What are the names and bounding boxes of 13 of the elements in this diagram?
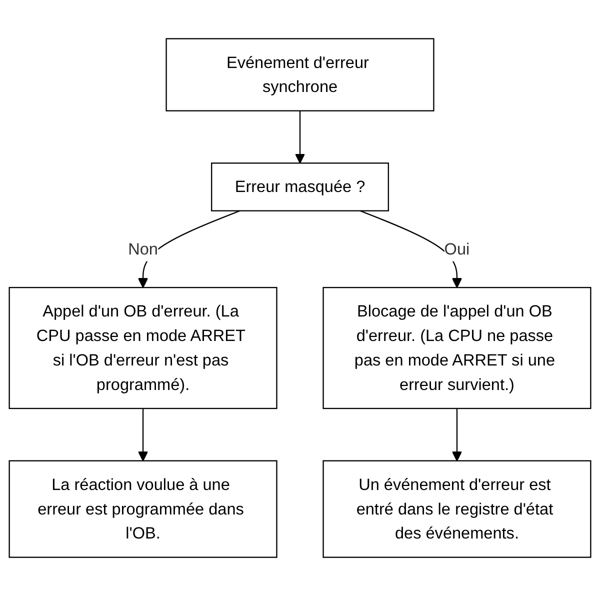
- arrow: [138, 210, 240, 288]
- edge-label: Non: [128, 239, 158, 258]
- node-box: Appel d'un OB d'erreur. (La CPU passe en mode ARRET si l'OB d'erreur n'est pas programmé).: [8, 286, 278, 410]
- arrow: [138, 408, 148, 462]
- node-box: Un événement d'erreur est entré dans le registre d'état des événements.: [322, 460, 592, 558]
- arrow: [360, 210, 462, 288]
- arrow: [452, 408, 462, 462]
- arrow: [294, 110, 306, 164]
- node-box: Erreur masquée ?: [211, 162, 389, 212]
- node-box: Blocage de l'appel d'un OB d'erreur. (La CPU ne passe pas en mode ARRET si une erreur survient.): [322, 286, 592, 410]
- node-box: Evénement d'erreur synchrone: [166, 38, 434, 112]
- node-box: La réaction voulue à une erreur est programmée dans l'OB.: [8, 460, 278, 558]
- edge-label: Oui: [444, 239, 470, 258]
